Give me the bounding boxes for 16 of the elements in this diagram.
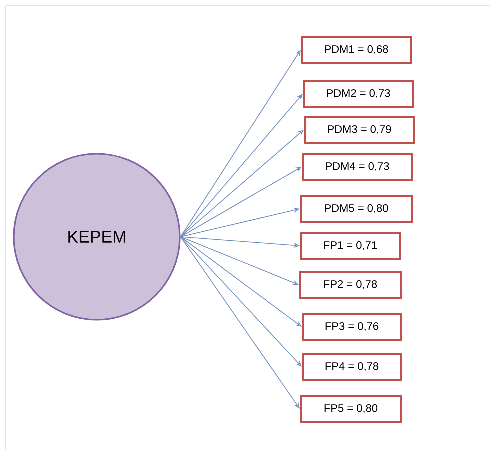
indicator-box: FP4 = 0,78 [302, 353, 402, 381]
arrow [180, 50, 301, 238]
arrow [180, 236, 302, 327]
indicator-box: FP1 = 0,71 [300, 232, 401, 260]
indicator-box: PDM3 = 0,79 [304, 116, 415, 144]
indicator-box: PDM5 = 0,80 [300, 195, 413, 223]
arrow [180, 94, 303, 238]
indicator-box: FP3 = 0,76 [302, 313, 402, 341]
indicator-box: PDM2 = 0,73 [303, 80, 414, 108]
arrow [180, 236, 300, 409]
indicator-box: FP2 = 0,78 [299, 271, 402, 299]
arrow [180, 130, 304, 238]
indicator-box: PDM4 = 0,73 [302, 153, 413, 181]
indicator-box: PDM1 = 0,68 [301, 36, 412, 64]
arrow [180, 236, 302, 367]
indicator-box: FP5 = 0,80 [300, 395, 402, 423]
